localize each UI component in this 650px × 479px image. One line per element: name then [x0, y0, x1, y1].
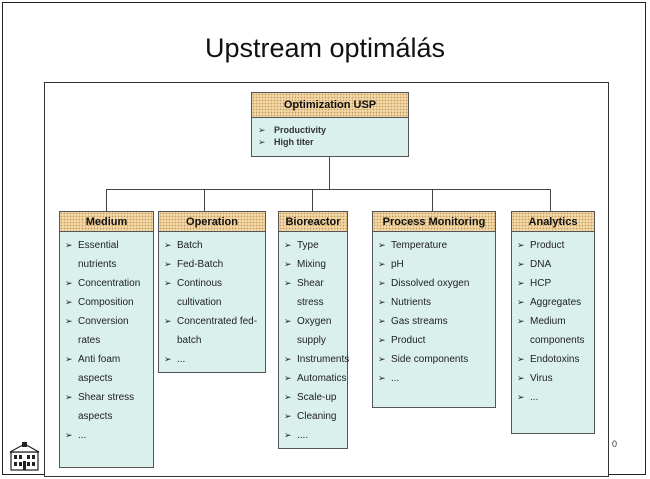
category-header-process-monitoring: Process Monitoring: [372, 211, 496, 232]
slide-title: Upstream optimálás: [204, 33, 446, 63]
list-item: ...: [65, 426, 150, 445]
list-item: Concentrated fed-batch: [164, 312, 262, 350]
top-box-list: Productivity High titer: [252, 118, 408, 148]
list-item: Mixing: [284, 255, 344, 274]
connector-drop-operation: [204, 189, 205, 211]
list-item: Type: [284, 236, 344, 255]
list-item: ....: [284, 426, 344, 445]
category-header-operation: Operation: [158, 211, 266, 232]
list-item: Instruments: [284, 350, 349, 369]
connector-drop-analytics: [550, 189, 551, 211]
process-monitoring-list: Temperature pH Dissolved oxygen Nutrient…: [373, 232, 495, 388]
list-item: ...: [378, 369, 492, 388]
list-item: pH: [378, 255, 492, 274]
list-item: Composition: [65, 293, 150, 312]
list-item: Scale-up: [284, 388, 344, 407]
list-item: ...: [164, 350, 262, 369]
category-header-medium: Medium: [59, 211, 154, 232]
connector-drop-bioreactor: [312, 189, 313, 211]
list-item: Temperature: [378, 236, 492, 255]
connector-bus: [106, 189, 550, 190]
category-body-analytics: Product DNA HCP Aggregates Mediumcompone…: [511, 231, 595, 434]
connector-drop-process-monitoring: [432, 189, 433, 211]
analytics-list: Product DNA HCP Aggregates Mediumcompone…: [512, 232, 594, 407]
list-item: Dissolved oxygen: [378, 274, 492, 293]
list-item: ...: [517, 388, 591, 407]
category-header-analytics: Analytics: [511, 211, 595, 232]
category-header-bioreactor: Bioreactor: [278, 211, 348, 232]
list-item: Side components: [378, 350, 492, 369]
list-item: Cleaning: [284, 407, 344, 426]
list-item: Concentration: [65, 274, 150, 293]
top-item: Productivity: [258, 124, 408, 136]
diagram-panel: Optimization USP Productivity High titer…: [44, 82, 609, 477]
list-item: Nutrients: [378, 293, 492, 312]
page-number: 0: [612, 439, 618, 449]
list-item: HCP: [517, 274, 591, 293]
connector-drop-medium: [106, 189, 107, 211]
list-item: Product: [517, 236, 591, 255]
list-item: Virus: [517, 369, 591, 388]
top-box-header: Optimization USP: [251, 92, 409, 118]
list-item: Fed-Batch: [164, 255, 262, 274]
list-item: Aggregates: [517, 293, 591, 312]
connector-trunk: [329, 156, 330, 189]
list-item: DNA: [517, 255, 591, 274]
university-building-logo-icon: [9, 442, 40, 471]
list-item: Automatics: [284, 369, 346, 388]
list-item: Batch: [164, 236, 262, 255]
list-item: Gas streams: [378, 312, 492, 331]
category-body-process-monitoring: Temperature pH Dissolved oxygen Nutrient…: [372, 231, 496, 408]
top-box-body: Productivity High titer: [251, 117, 409, 157]
top-item: High titer: [258, 136, 408, 148]
list-item: Endotoxins: [517, 350, 591, 369]
list-item: Product: [378, 331, 492, 350]
